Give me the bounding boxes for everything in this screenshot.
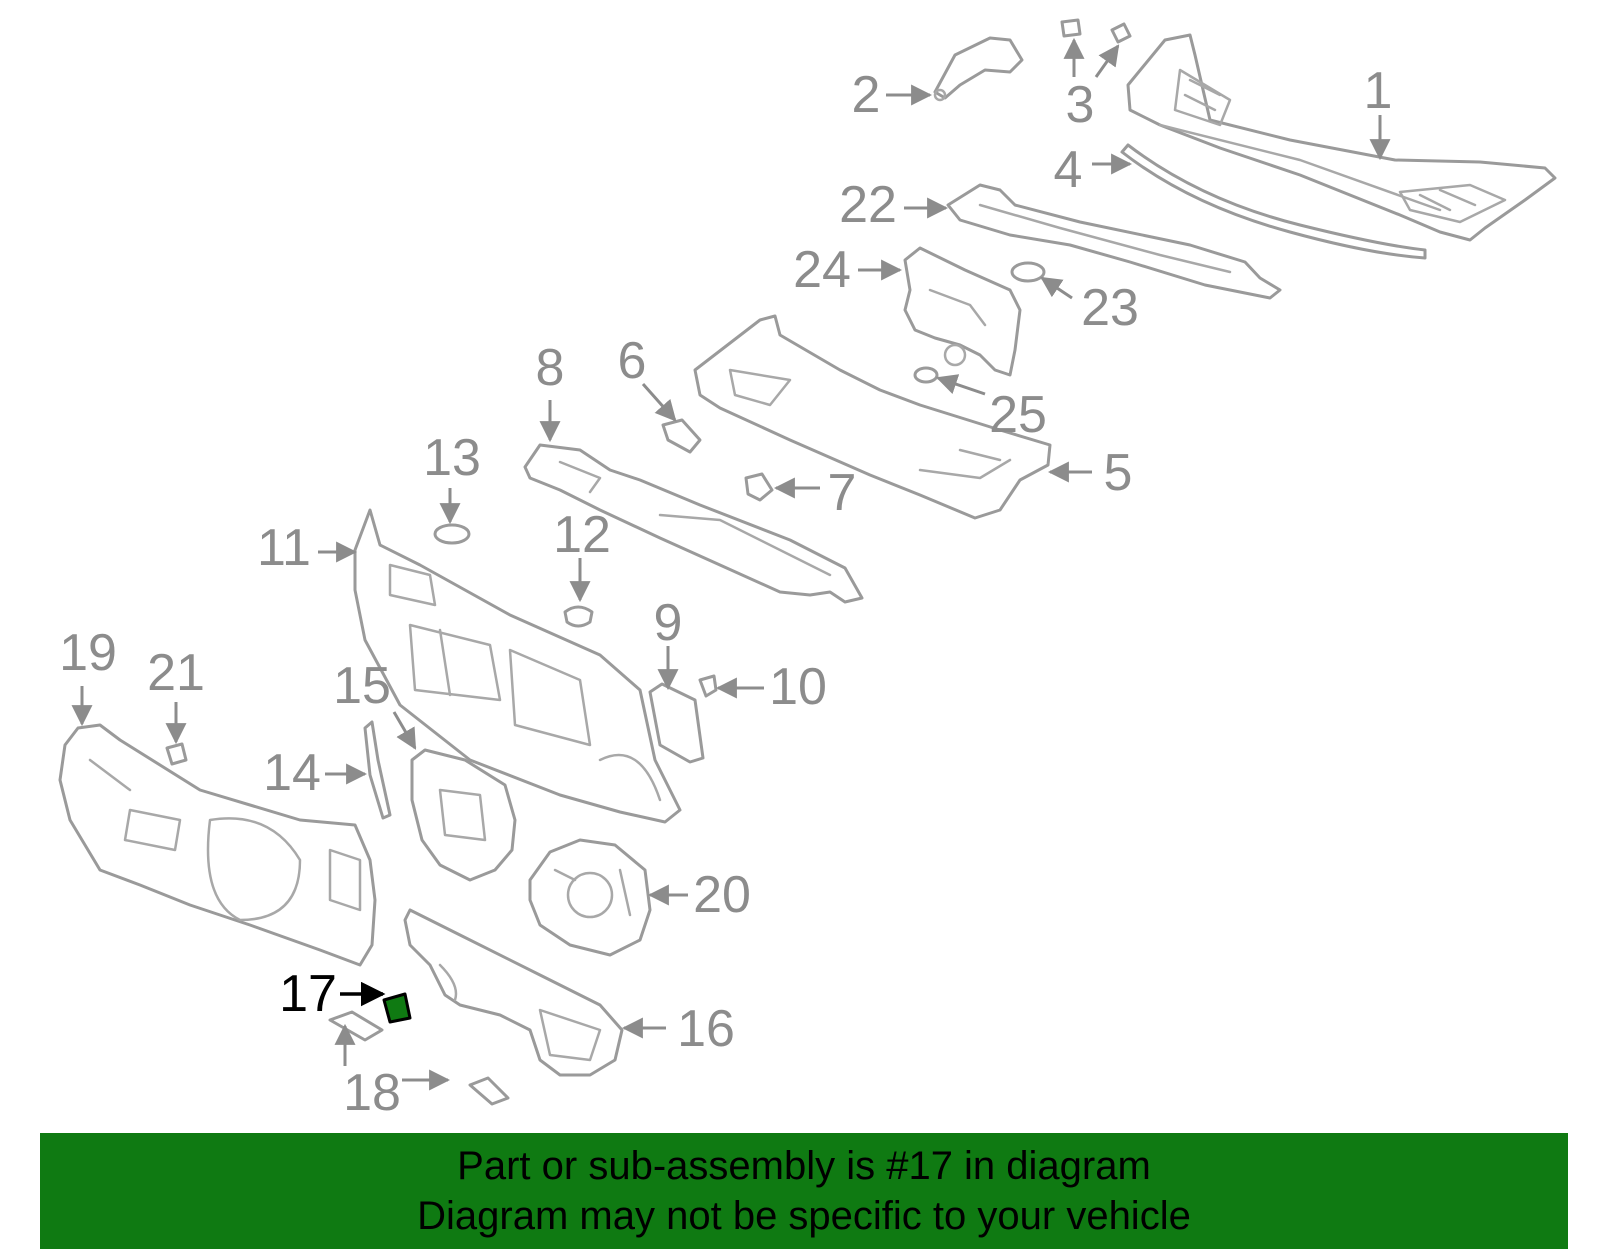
callout-21: 21 [147, 644, 205, 702]
part-7-clip[interactable] [744, 472, 774, 502]
callout-24: 24 [793, 241, 851, 299]
part-10-clip[interactable] [698, 674, 718, 698]
part-24-shield[interactable] [903, 246, 1022, 377]
part-4-weatherstrip[interactable] [1120, 143, 1427, 260]
callout-3: 3 [1066, 76, 1095, 134]
leader-arrows [71, 37, 1391, 1091]
callout-14: 14 [263, 744, 321, 802]
part-6-clip[interactable] [661, 418, 702, 454]
part-21-clip[interactable] [165, 742, 188, 766]
part-19-dash-insulator[interactable] [58, 723, 377, 967]
callout-12: 12 [553, 506, 611, 564]
callout-18: 18 [343, 1064, 401, 1122]
banner-line-2: Diagram may not be specific to your vehi… [417, 1194, 1191, 1238]
callout-13: 13 [423, 429, 481, 487]
callout-23: 23 [1081, 279, 1139, 337]
callout-25: 25 [989, 386, 1047, 444]
part-13-plug[interactable] [433, 523, 471, 545]
part-11-insulator[interactable] [353, 508, 682, 824]
part-2-bracket[interactable] [933, 36, 1024, 102]
callout-22: 22 [839, 176, 897, 234]
callout-9: 9 [654, 594, 683, 652]
banner-line-1: Part or sub-assembly is #17 in diagram [457, 1144, 1151, 1188]
part-23-grommet[interactable] [1010, 261, 1046, 283]
part-8-dash-panel[interactable] [523, 443, 864, 604]
callout-5: 5 [1104, 444, 1133, 502]
callout-11: 11 [257, 519, 311, 577]
part-14-strip[interactable] [363, 720, 392, 820]
callout-19: 19 [59, 624, 117, 682]
part-18-tabs[interactable] [328, 1010, 510, 1106]
part-16-lower-insulator[interactable] [403, 908, 624, 1077]
part-20-seal[interactable] [528, 838, 652, 957]
callout-2: 2 [852, 66, 881, 124]
callout-15: 15 [333, 657, 391, 715]
callout-labels: 1 2 3 4 5 6 7 8 9 10 11 12 13 14 15 16 1… [59, 62, 1392, 1122]
callout-20: 20 [693, 866, 751, 924]
part-25-ring[interactable] [913, 366, 939, 384]
callout-17: 17 [279, 965, 337, 1023]
info-banner: Part or sub-assembly is #17 in diagram D… [40, 1133, 1568, 1249]
callout-6: 6 [618, 332, 647, 390]
callout-7: 7 [828, 464, 857, 522]
callout-1: 1 [1364, 62, 1393, 120]
part-17-highlighted[interactable] [382, 992, 412, 1024]
part-12-plug[interactable] [563, 605, 594, 628]
callout-16: 16 [677, 1000, 735, 1058]
callout-8: 8 [536, 339, 565, 397]
callout-4: 4 [1054, 141, 1083, 199]
part-15-panel[interactable] [410, 748, 517, 882]
part-9-pad[interactable] [648, 682, 705, 764]
part-3-clips[interactable] [1060, 18, 1132, 44]
part-22-vent-panel[interactable] [946, 183, 1282, 300]
callout-10: 10 [769, 658, 827, 716]
part-1-cowl-panel[interactable] [1126, 33, 1557, 242]
